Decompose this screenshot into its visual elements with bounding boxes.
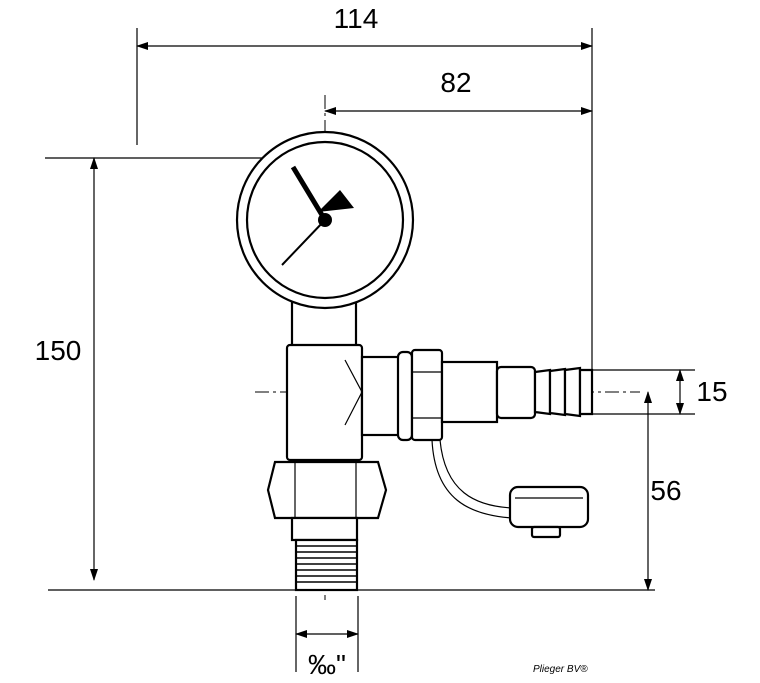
- thread-size-label: ‰": [308, 649, 346, 680]
- credit-text: Plieger BV®: [533, 664, 588, 675]
- hex-nut: [266, 460, 388, 520]
- valve-assembly: [235, 130, 594, 592]
- dimension-56: 56: [650, 475, 681, 506]
- dimension-15: 15: [696, 376, 727, 407]
- dimension-150: 150: [35, 335, 82, 366]
- dimension-114: 114: [334, 3, 379, 34]
- collar: [290, 516, 359, 542]
- side-branch: [360, 355, 402, 437]
- outlet-nut: [410, 348, 444, 442]
- tee-body: [285, 343, 364, 462]
- dust-cap: [508, 485, 590, 529]
- extension-lines: [45, 28, 695, 672]
- hose-barb: [533, 366, 594, 418]
- dimension-lines: [90, 42, 684, 638]
- dimension-82: 82: [440, 67, 471, 98]
- outlet-body: [440, 360, 499, 424]
